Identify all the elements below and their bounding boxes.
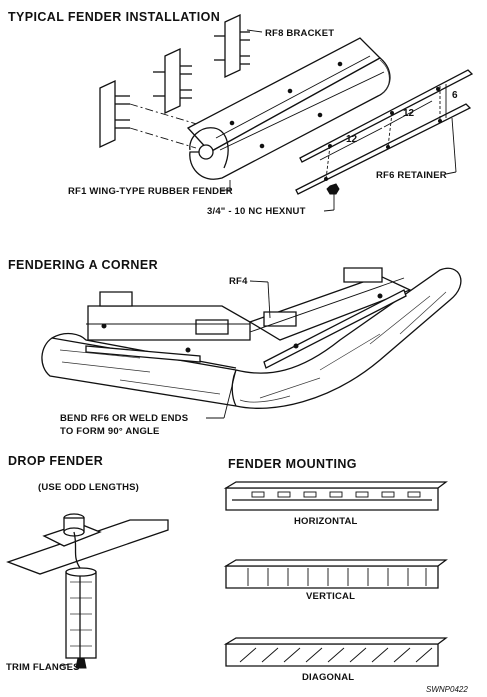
drop-fender-heading: DROP FENDER xyxy=(8,454,103,468)
retainer-dimensions: 12 12 6 xyxy=(319,84,458,161)
rf8-bracket-1 xyxy=(214,13,250,79)
rf8-bracket-label: RF8 BRACKET xyxy=(265,28,334,39)
rf8-bracket-3 xyxy=(99,79,130,149)
drop-fender-subheading: (USE ODD LENGTHS) xyxy=(38,482,139,493)
bend-note-line2: TO FORM 90° ANGLE xyxy=(60,426,160,437)
vertical-label: VERTICAL xyxy=(306,591,355,602)
mounting-vertical: VERTICAL xyxy=(223,559,448,602)
rf6-retainer-label: RF6 RETAINER xyxy=(376,170,447,181)
corner-fender xyxy=(41,267,462,409)
drop-fender-section: DROP FENDER (USE ODD LENGTHS) TRIM FLANG… xyxy=(6,454,169,673)
installation-section: TYPICAL FENDER INSTALLATION xyxy=(8,10,474,217)
corner-section: FENDERING A CORNER RF4 xyxy=(8,258,462,437)
hexnut-icon xyxy=(326,183,340,195)
rf8-bracket-2 xyxy=(153,47,192,115)
corner-heading: FENDERING A CORNER xyxy=(8,258,158,272)
diagonal-label: DIAGONAL xyxy=(302,672,354,683)
trim-flanges-label: TRIM FLANGES xyxy=(6,662,80,673)
mounting-diagonal: DIAGONAL xyxy=(223,637,448,683)
hexnut-label: 3/4" - 10 NC HEXNUT xyxy=(207,206,306,217)
dimension-12-right: 12 xyxy=(403,108,415,119)
drop-fender-deck xyxy=(6,513,169,575)
rf6-retainer xyxy=(295,69,474,195)
rf1-wing-fender xyxy=(186,37,391,180)
fender-mounting-section: FENDER MOUNTING HORIZONTAL VERTICAL xyxy=(223,457,448,683)
rf1-fender-label: RF1 WING-TYPE RUBBER FENDER xyxy=(68,186,233,197)
rf4-label: RF4 xyxy=(229,276,248,287)
installation-heading: TYPICAL FENDER INSTALLATION xyxy=(8,10,220,24)
fender-mounting-heading: FENDER MOUNTING xyxy=(228,457,357,471)
figure-code: SWNP0422 xyxy=(426,685,468,694)
mounting-horizontal: HORIZONTAL xyxy=(223,481,448,527)
drop-fender-body xyxy=(65,567,97,669)
dimension-6: 6 xyxy=(452,90,458,101)
horizontal-label: HORIZONTAL xyxy=(294,516,358,527)
corner-deck xyxy=(86,267,412,341)
bend-note-line1: BEND RF6 OR WELD ENDS xyxy=(60,413,188,424)
dimension-12-left: 12 xyxy=(346,134,358,145)
